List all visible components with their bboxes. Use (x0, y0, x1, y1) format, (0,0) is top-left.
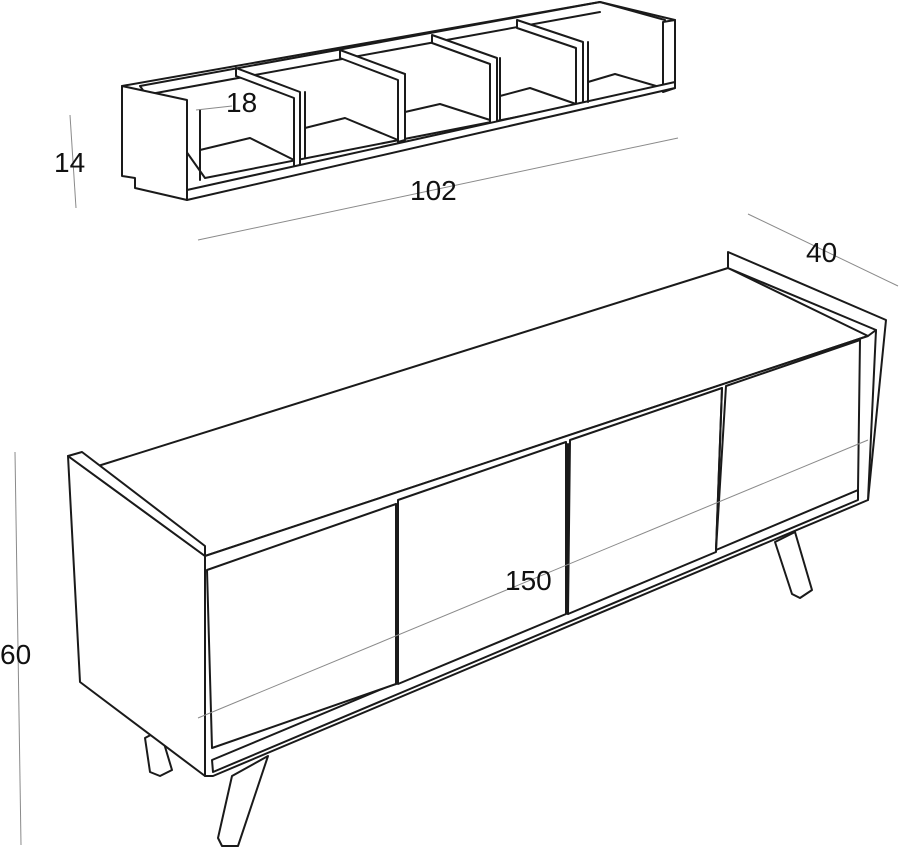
cabinet-width-label: 150 (505, 565, 552, 596)
cabinet-width-dimension-line (197, 439, 869, 719)
shelf-left-end (121, 85, 188, 201)
tv-cabinet (67, 251, 887, 847)
shelf-depth-label: 18 (226, 87, 257, 118)
shelf-dimension-lines (69, 105, 679, 241)
shelf-height-dimension-line (69, 114, 77, 209)
shelf-width-label: 102 (410, 175, 457, 206)
cabinet-front-left-leg (217, 755, 269, 847)
cabinet-back-right-leg (774, 531, 813, 599)
shelf-depth-dimension-line (195, 105, 233, 111)
cabinet-door-2 (397, 441, 567, 685)
shelf-width-dimension-line (197, 137, 679, 241)
cabinet-height-dimension-line (14, 451, 22, 846)
wall-shelf (121, 1, 676, 201)
cabinet-depth-dimension-line (747, 213, 899, 287)
cabinet-door-4 (715, 339, 861, 551)
cabinet-height-label: 60 (0, 639, 31, 670)
cabinet-depth-label: 40 (806, 237, 837, 268)
cabinet-dimension-lines (14, 213, 899, 846)
shelf-height-label: 14 (54, 147, 85, 178)
